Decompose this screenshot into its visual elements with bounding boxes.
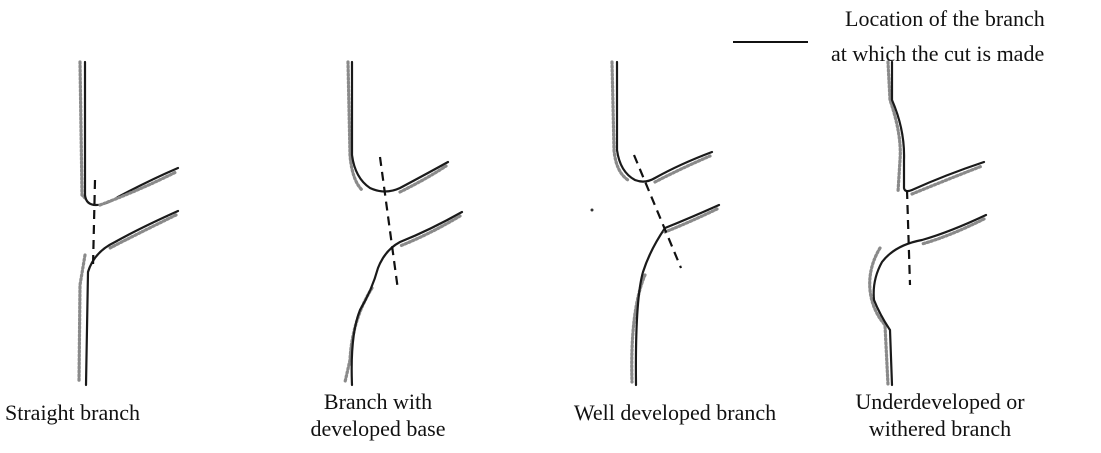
- panel-developed-base: [345, 62, 462, 385]
- cut-line: [907, 190, 910, 285]
- panel-underdeveloped: [870, 62, 986, 385]
- branch-texture: [655, 156, 717, 232]
- cut-line: [380, 157, 398, 290]
- caption-line: developed base: [298, 415, 458, 442]
- stem-outline: [617, 62, 712, 182]
- branch-texture: [100, 172, 176, 248]
- caption-line: Underdeveloped or: [845, 388, 1035, 415]
- stem-outline: [352, 62, 448, 192]
- caption-straight-branch: Straight branch: [5, 399, 175, 426]
- speck: [591, 209, 594, 212]
- branch-lower-outline: [352, 212, 462, 385]
- branch-lower-outline: [636, 205, 719, 385]
- caption-line: withered branch: [845, 415, 1035, 442]
- cut-line: [93, 180, 95, 266]
- caption-line: Well developed branch: [560, 399, 790, 426]
- panel-straight-branch: [79, 62, 178, 385]
- branch-texture: [400, 166, 460, 246]
- legend-text-line-1: Location of the branch: [845, 6, 1045, 32]
- caption-well-developed: Well developed branch: [560, 399, 790, 426]
- caption-line: Straight branch: [5, 399, 175, 426]
- legend-text-line-2: at which the cut is made: [831, 41, 1044, 67]
- panel-well-developed: [591, 62, 720, 385]
- caption-underdeveloped: Underdeveloped or withered branch: [845, 388, 1035, 442]
- caption-developed-base: Branch with developed base: [298, 388, 458, 442]
- caption-line: Branch with: [298, 388, 458, 415]
- stem-texture: [345, 62, 372, 382]
- stem-outline: [85, 62, 178, 205]
